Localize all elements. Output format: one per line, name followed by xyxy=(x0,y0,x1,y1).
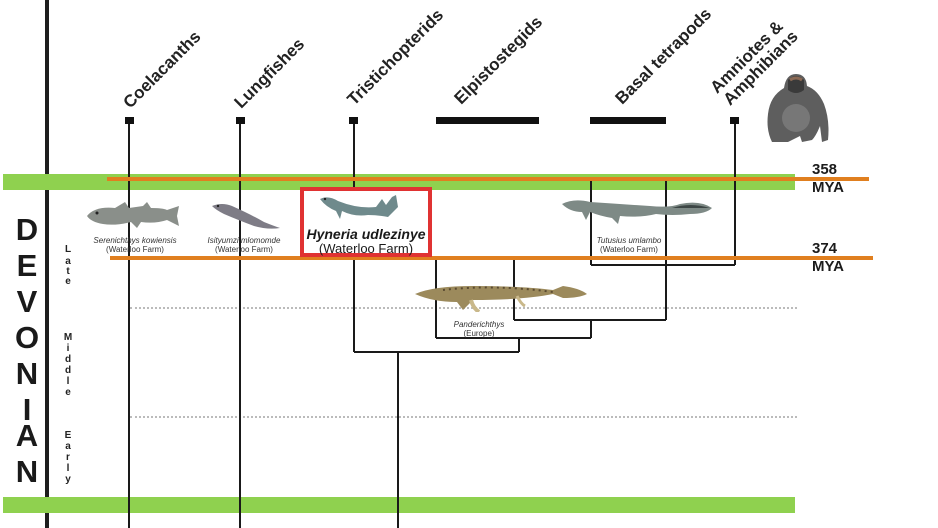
tristichopterid-fish-icon xyxy=(320,195,398,219)
period-divider xyxy=(45,0,49,528)
epoch-letter: d xyxy=(64,354,72,365)
period-letter: N xyxy=(15,454,39,489)
range-basal-tetrapods xyxy=(590,117,666,124)
species-serenichthys: Serenichthys kowiensis xyxy=(93,236,177,245)
epoch-letter: y xyxy=(65,474,71,485)
period-letter: O xyxy=(14,320,40,355)
period-letter: N xyxy=(15,356,39,391)
period-letter: V xyxy=(16,284,38,319)
epoch-letter: a xyxy=(65,441,71,452)
boundary-line-358 xyxy=(107,177,869,181)
epoch-line-middle-early xyxy=(130,416,797,418)
species-hyneria: Hyneria udlezinye xyxy=(306,226,426,242)
boundary-374-value: 374 xyxy=(812,240,838,257)
epoch-letter: l xyxy=(66,376,70,387)
boundary-line-374 xyxy=(110,256,873,260)
period-letter: I xyxy=(22,392,32,427)
caption-isityumzi: Isityumzi mlomomde (Waterloo Farm) xyxy=(196,236,292,254)
caption-serenichthys: Serenichthys kowiensis (Waterloo Farm) xyxy=(85,236,185,254)
epoch-letter: d xyxy=(64,365,72,376)
epoch-letter: E xyxy=(64,430,72,441)
species-isityumzi: Isityumzi mlomomde xyxy=(207,236,281,245)
period-letter: D xyxy=(15,212,39,247)
period-letter: A xyxy=(15,418,39,453)
marker-lungfishes xyxy=(236,117,245,124)
caption-panderichthys: Panderichthys (Europe) xyxy=(446,320,512,338)
locality-tutusius: (Waterloo Farm) xyxy=(600,245,658,254)
marker-tristichopterids xyxy=(349,117,358,124)
elpistostegid-icon xyxy=(415,286,587,312)
epoch-letter: i xyxy=(66,343,70,354)
epoch-letter: L xyxy=(64,244,72,255)
coelacanth-fish-icon xyxy=(87,202,179,228)
species-panderichthys: Panderichthys xyxy=(453,320,505,329)
epoch-letter: r xyxy=(66,452,70,463)
caption-hyneria: Hyneria udlezinye (Waterloo Farm) xyxy=(304,227,428,256)
epoch-letter: M xyxy=(63,332,73,343)
lungfish-icon xyxy=(212,204,280,229)
epoch-letter: e xyxy=(65,276,71,287)
boundary-374-unit: MYA xyxy=(812,258,844,275)
epoch-letter: t xyxy=(66,266,70,277)
locality-hyneria: (Waterloo Farm) xyxy=(318,241,414,256)
boundary-358-value: 358 xyxy=(812,161,838,178)
locality-panderichthys: (Europe) xyxy=(463,329,495,338)
boundary-label-358: 358 MYA xyxy=(812,162,844,195)
species-tutusius: Tutusius umlambo xyxy=(596,236,662,245)
boundary-358-unit: MYA xyxy=(812,179,844,196)
epoch-letter: a xyxy=(65,256,71,267)
locality-isityumzi: (Waterloo Farm) xyxy=(215,245,273,254)
range-elpistostegids xyxy=(436,117,539,124)
caption-tutusius: Tutusius umlambo (Waterloo Farm) xyxy=(591,236,667,254)
gorilla-icon xyxy=(767,74,829,142)
boundary-label-374: 374 MYA xyxy=(812,241,844,274)
locality-serenichthys: (Waterloo Farm) xyxy=(106,245,164,254)
period-letter: E xyxy=(16,248,38,283)
marker-coelacanths xyxy=(125,117,134,124)
epoch-letter: l xyxy=(66,463,70,474)
tetrapod-icon xyxy=(562,200,712,224)
marker-amniotes xyxy=(730,117,739,124)
epoch-letter: e xyxy=(65,387,71,398)
